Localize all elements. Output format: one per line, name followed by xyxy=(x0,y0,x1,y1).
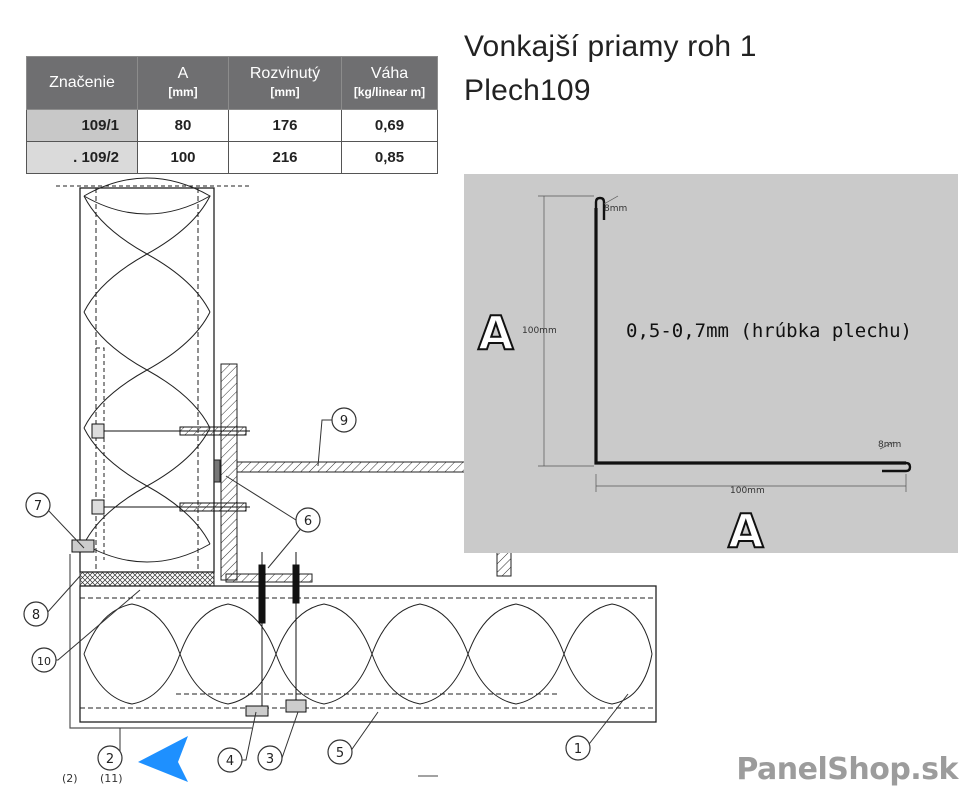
table-header-row: Značenie A[mm] Rozvinutý[mm] Váha[kg/lin… xyxy=(26,56,438,110)
dim-bottom-hem: 8mm xyxy=(878,440,902,450)
bottom-hem xyxy=(882,461,912,473)
title-line-1: Vonkajší priamy roh 1 xyxy=(464,30,757,63)
horizontal-roof-panel xyxy=(79,585,657,723)
profile-line xyxy=(594,208,906,465)
top-hem xyxy=(594,196,606,220)
col-header-mark: Značenie xyxy=(26,56,138,110)
cell-mark: 109/1 xyxy=(26,109,138,142)
dim-vertical: 100mm xyxy=(522,326,557,336)
cell-unrolled: 216 xyxy=(228,141,342,174)
vertical-bolts xyxy=(245,552,307,717)
dim-horizontal: 100mm xyxy=(730,486,765,496)
callout-6-label: 6 xyxy=(304,514,312,529)
cell-weight: 0,69 xyxy=(341,109,438,142)
callout-5 xyxy=(327,739,353,765)
dimension-lines xyxy=(538,195,907,492)
callout-7-label: 7 xyxy=(34,499,42,514)
table-row: . 109/2 100 216 0,85 xyxy=(26,141,438,174)
profile-sketch xyxy=(538,195,912,492)
title-line-2: Plech109 xyxy=(464,74,591,107)
callout-2-label: 2 xyxy=(106,752,114,767)
callout-9-label: 9 xyxy=(340,414,348,429)
callout-9 xyxy=(331,407,357,433)
cell-unrolled: 176 xyxy=(228,109,342,142)
callout-8 xyxy=(23,601,49,627)
stub-label-11: (11) xyxy=(100,772,123,785)
callout-10 xyxy=(31,647,57,673)
flashing-profile xyxy=(69,554,252,729)
label-a-horizontal: A xyxy=(727,503,765,559)
pointer-arrow-icon xyxy=(138,736,188,782)
thickness-note: 0,5-0,7mm (hrúbka plechu) xyxy=(626,320,912,342)
callout-10-label: 10 xyxy=(37,655,51,668)
callout-5-label: 5 xyxy=(336,746,344,761)
steel-angle xyxy=(213,363,512,583)
callout-1 xyxy=(565,735,591,761)
profile-detail-panel: A A 100mm 100mm 8mm 8mm 0,5-0,7mm (hrúbk… xyxy=(464,174,958,559)
dim-top-hem: 8mm xyxy=(604,204,628,214)
cell-weight: 0,85 xyxy=(341,141,438,174)
brand-logo: PanelShop.sk xyxy=(736,752,958,787)
callout-4-label: 4 xyxy=(226,754,234,769)
callout-8-label: 8 xyxy=(32,608,40,623)
callout-2 xyxy=(97,745,123,771)
callout-4 xyxy=(217,747,243,773)
label-a-vertical: A xyxy=(477,305,515,361)
col-header-weight: Váha[kg/linear m] xyxy=(341,56,438,110)
spec-table: Značenie A[mm] Rozvinutý[mm] Váha[kg/lin… xyxy=(26,56,438,174)
stub-label-2: (2) xyxy=(62,772,78,785)
callout-1-label: 1 xyxy=(574,742,582,757)
screws xyxy=(71,423,250,553)
callout-3-label: 3 xyxy=(266,752,274,767)
cell-a: 100 xyxy=(137,141,229,174)
callout-6 xyxy=(295,507,321,533)
col-header-unrolled: Rozvinutý[mm] xyxy=(228,56,342,110)
insulation-strip xyxy=(79,571,215,587)
callout-3 xyxy=(257,745,283,771)
callout-7 xyxy=(25,492,51,518)
table-row: 109/1 80 176 0,69 xyxy=(26,109,438,142)
